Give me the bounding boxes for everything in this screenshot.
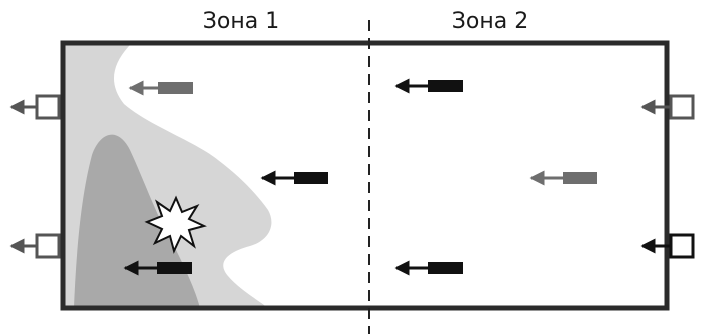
zone-2-label: Зона 2 <box>452 9 528 34</box>
zone-1-label: Зона 1 <box>203 9 279 34</box>
tunnel-walls <box>60 40 670 311</box>
jet-fan-zone1-middle <box>260 170 328 186</box>
exhaust-fan-icon <box>35 233 61 259</box>
exhaust-fan-right-top <box>640 94 695 120</box>
jet-fan-zone2-middle <box>529 170 597 186</box>
exhaust-fan-icon <box>35 94 61 120</box>
jet-fan-zone2-bottom <box>394 260 463 276</box>
fire-burst-icon <box>144 195 207 254</box>
exhaust-fan-right-bottom <box>640 233 695 259</box>
exhaust-fan-icon <box>669 94 695 120</box>
exhaust-fan-left-top <box>9 94 61 120</box>
exhaust-fan-left-bottom <box>9 233 61 259</box>
jet-fan-zone1-bottom <box>123 260 192 276</box>
exhaust-fan-icon <box>669 233 695 259</box>
jet-fan-zone2-top <box>394 78 463 94</box>
jet-fan-zone1-top <box>128 80 193 96</box>
